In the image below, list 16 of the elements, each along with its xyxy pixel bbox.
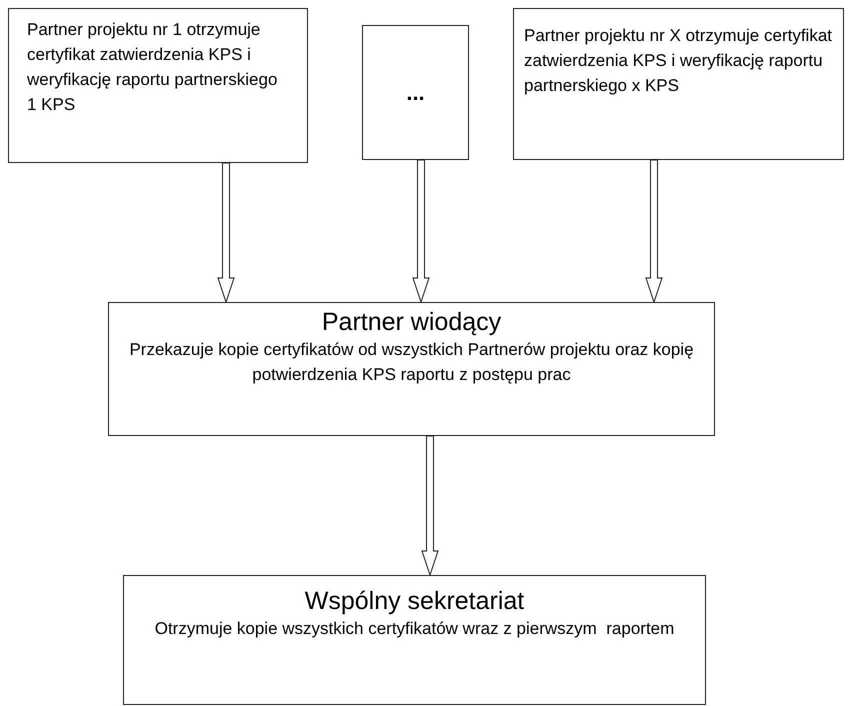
box-heading: Partner wiodący [322,307,502,337]
hollow-arrow [217,162,235,304]
hollow-arrow [421,436,439,577]
process-box [123,575,706,705]
process-box [108,302,715,436]
process-box [513,8,844,160]
box-text: Otrzymuje kopie wszystkich certyfikatów wraz z pierwszym raportem [154,618,676,640]
process-box [362,25,469,160]
box-text: ... [406,79,425,107]
box-text: Partner projektu nr 1 otrzymuje certyfikat zatwierdzenia KPS i weryfikację raportu partnerskiego 1 KPS [27,19,278,116]
hollow-arrow [645,160,663,304]
box-text: Partner projektu nr X otrzymuje certyfikat zatwierdzenia KPS i weryfikację raportu partnerskiego x KPS [524,25,833,97]
box-text: Przekazuje kopie certyfikatów od wszystkich Partnerów projektu oraz kopię potwierdzenia KPS raportu z postępu prac [128,339,695,386]
hollow-arrow [412,160,430,304]
box-heading: Wspólny sekretariat [304,586,524,616]
process-box [8,8,308,163]
